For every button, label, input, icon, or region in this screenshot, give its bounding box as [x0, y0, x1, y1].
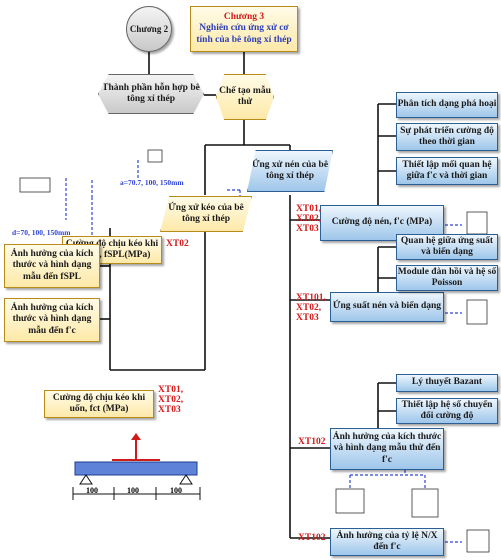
chuong-3-box[interactable]: Chương 3 Nghiên cứu ứng xử cơ tính của b…: [190, 6, 298, 52]
ung-xu-keo-box[interactable]: Ứng xử kéo của bê tông xỉ thép: [160, 196, 252, 232]
module-box[interactable]: Module đàn hồi và hệ số Poisson: [396, 265, 498, 291]
thiet-lap-moi-box[interactable]: Thiết lập mối quan hệ giữa f'c và thời g…: [396, 157, 498, 185]
ah-fc-box[interactable]: Ảnh hưởng của kích thước và hình dạng mẫ…: [4, 298, 100, 342]
tag-xt-nx: XT102: [298, 533, 326, 543]
tag-xt-uon: XT01, XT02, XT03: [158, 385, 184, 415]
thiet-lap-he-so-box[interactable]: Thiết lập hệ số chuyển đổi cường độ: [396, 398, 498, 424]
ah-spl-box[interactable]: Ảnh hưởng của kích thước và hình dạng mẫ…: [4, 244, 100, 288]
span-3: 100: [170, 486, 182, 495]
note-d-dims: d=70, 100, 150mm: [12, 228, 71, 237]
phat-trien-box[interactable]: Sự phát triển cường độ theo thời gian: [396, 123, 498, 151]
chuong-2-circle[interactable]: Chương 2: [126, 6, 172, 52]
specimen-icons: [19, 149, 490, 553]
tag-xt-ung-suat: XT101, XT02, XT03: [296, 293, 326, 323]
ung-xu-nen-box[interactable]: Ứng xử nén của bê tông xỉ thép: [247, 150, 333, 192]
anh-huong-nx-box[interactable]: Ảnh hưởng của tỷ lệ N/X đến f'c: [330, 528, 444, 556]
note-a-dims: a=70.7, 100, 150mm: [120, 178, 184, 187]
keo-uon-box[interactable]: Cường độ chịu kéo khi uốn, fct (MPa): [44, 390, 154, 418]
ly-thuyet-box[interactable]: Lý thuyết Bazant: [396, 374, 498, 392]
anh-huong-kt-box[interactable]: Ảnh hưởng của kích thước và hình dạng mẫ…: [330, 428, 444, 470]
ung-suat-nen-box[interactable]: Ứng suất nén và biến dạng: [330, 292, 444, 322]
tag-xt-kt: XT102: [298, 437, 326, 447]
che-tao-box[interactable]: Chế tạo mẫu thử: [216, 74, 274, 120]
span-1: 100: [86, 486, 98, 495]
span-2: 100: [127, 486, 139, 495]
beam-diagram: [72, 433, 201, 500]
tag-xt-keo: XT02: [166, 239, 189, 249]
thanh-phan-box[interactable]: Thành phần hỗn hợp bê tông xỉ thép: [98, 74, 204, 114]
quan-he-box[interactable]: Quan hệ giữa ứng suất và biến dạng: [396, 234, 498, 260]
tag-xt-nen: XT01, XT02, XT03: [296, 204, 322, 234]
phan-tich-box[interactable]: Phân tích dạng phá hoại: [396, 92, 498, 118]
